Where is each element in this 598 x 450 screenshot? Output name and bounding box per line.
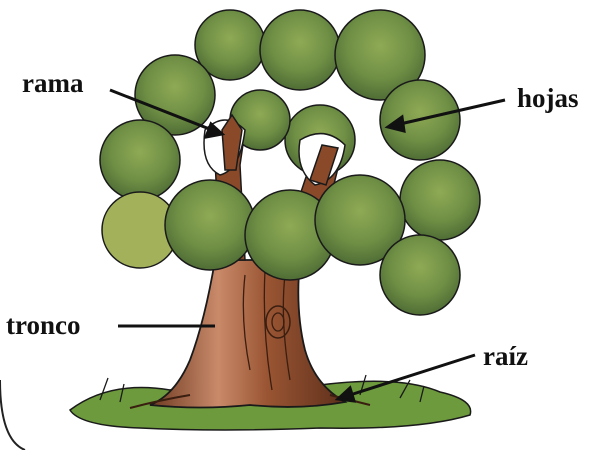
label-root: raíz xyxy=(483,343,528,370)
page-corner-arc xyxy=(0,380,25,450)
label-trunk: tronco xyxy=(6,312,81,339)
foliage xyxy=(100,10,480,315)
label-branch: rama xyxy=(22,70,83,97)
label-leaves: hojas xyxy=(517,85,579,112)
